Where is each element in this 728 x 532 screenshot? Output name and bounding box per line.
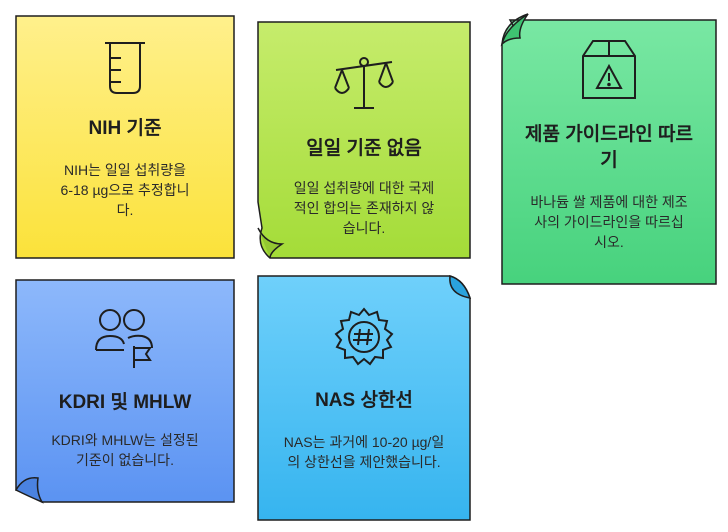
card-title: NAS 상한선 (315, 390, 413, 411)
warning-box-icon (582, 40, 636, 99)
card-title: KDRI 및 MHLW (58, 392, 192, 413)
card-background (15, 15, 235, 259)
scale-icon (334, 57, 394, 109)
card-title: 일일 기준 없음 (306, 138, 422, 159)
card-kdri-mhlw: KDRI 및 MHLW KDRI와 MHLW는 설정된 기준이 없습니다. (14, 279, 235, 504)
card-title: 제품 가이드라인 따르기 (525, 124, 693, 171)
card-background (500, 13, 717, 285)
card-background (14, 279, 235, 504)
card-title: NIH 기준 (88, 118, 162, 139)
card-background (257, 21, 471, 259)
card-body: NIH는 일일 섭취량을 6-18 µg으로 추정합니다. (60, 162, 190, 218)
card-no-daily-standard: 일일 기준 없음 일일 섭취량에 대한 국제적인 합의는 존재하지 않습니다. (257, 21, 471, 259)
beaker-icon (105, 42, 145, 94)
card-product-guidelines: 제품 가이드라인 따르기 바나듐 쌀 제품에 대한 제조사의 가이드라인을 따르… (500, 13, 717, 285)
card-nas-upper-limit: NAS 상한선 NAS는 과거에 10-20 µg/일의 상한선을 제안했습니다… (257, 275, 472, 521)
hashtag-badge-icon (334, 307, 394, 366)
card-background (257, 275, 472, 521)
people-flag-icon (95, 309, 153, 368)
card-nih: NIH 기준 NIH는 일일 섭취량을 6-18 µg으로 추정합니다. (15, 15, 235, 259)
card-body: 바나듐 쌀 제품에 대한 제조사의 가이드라인을 따르십시오. (530, 194, 688, 250)
card-body: 일일 섭취량에 대한 국제적인 합의는 존재하지 않습니다. (293, 180, 435, 236)
card-body: KDRI와 MHLW는 설정된 기준이 없습니다. (51, 432, 199, 468)
card-body: NAS는 과거에 10-20 µg/일의 상한선을 제안했습니다. (283, 434, 445, 470)
